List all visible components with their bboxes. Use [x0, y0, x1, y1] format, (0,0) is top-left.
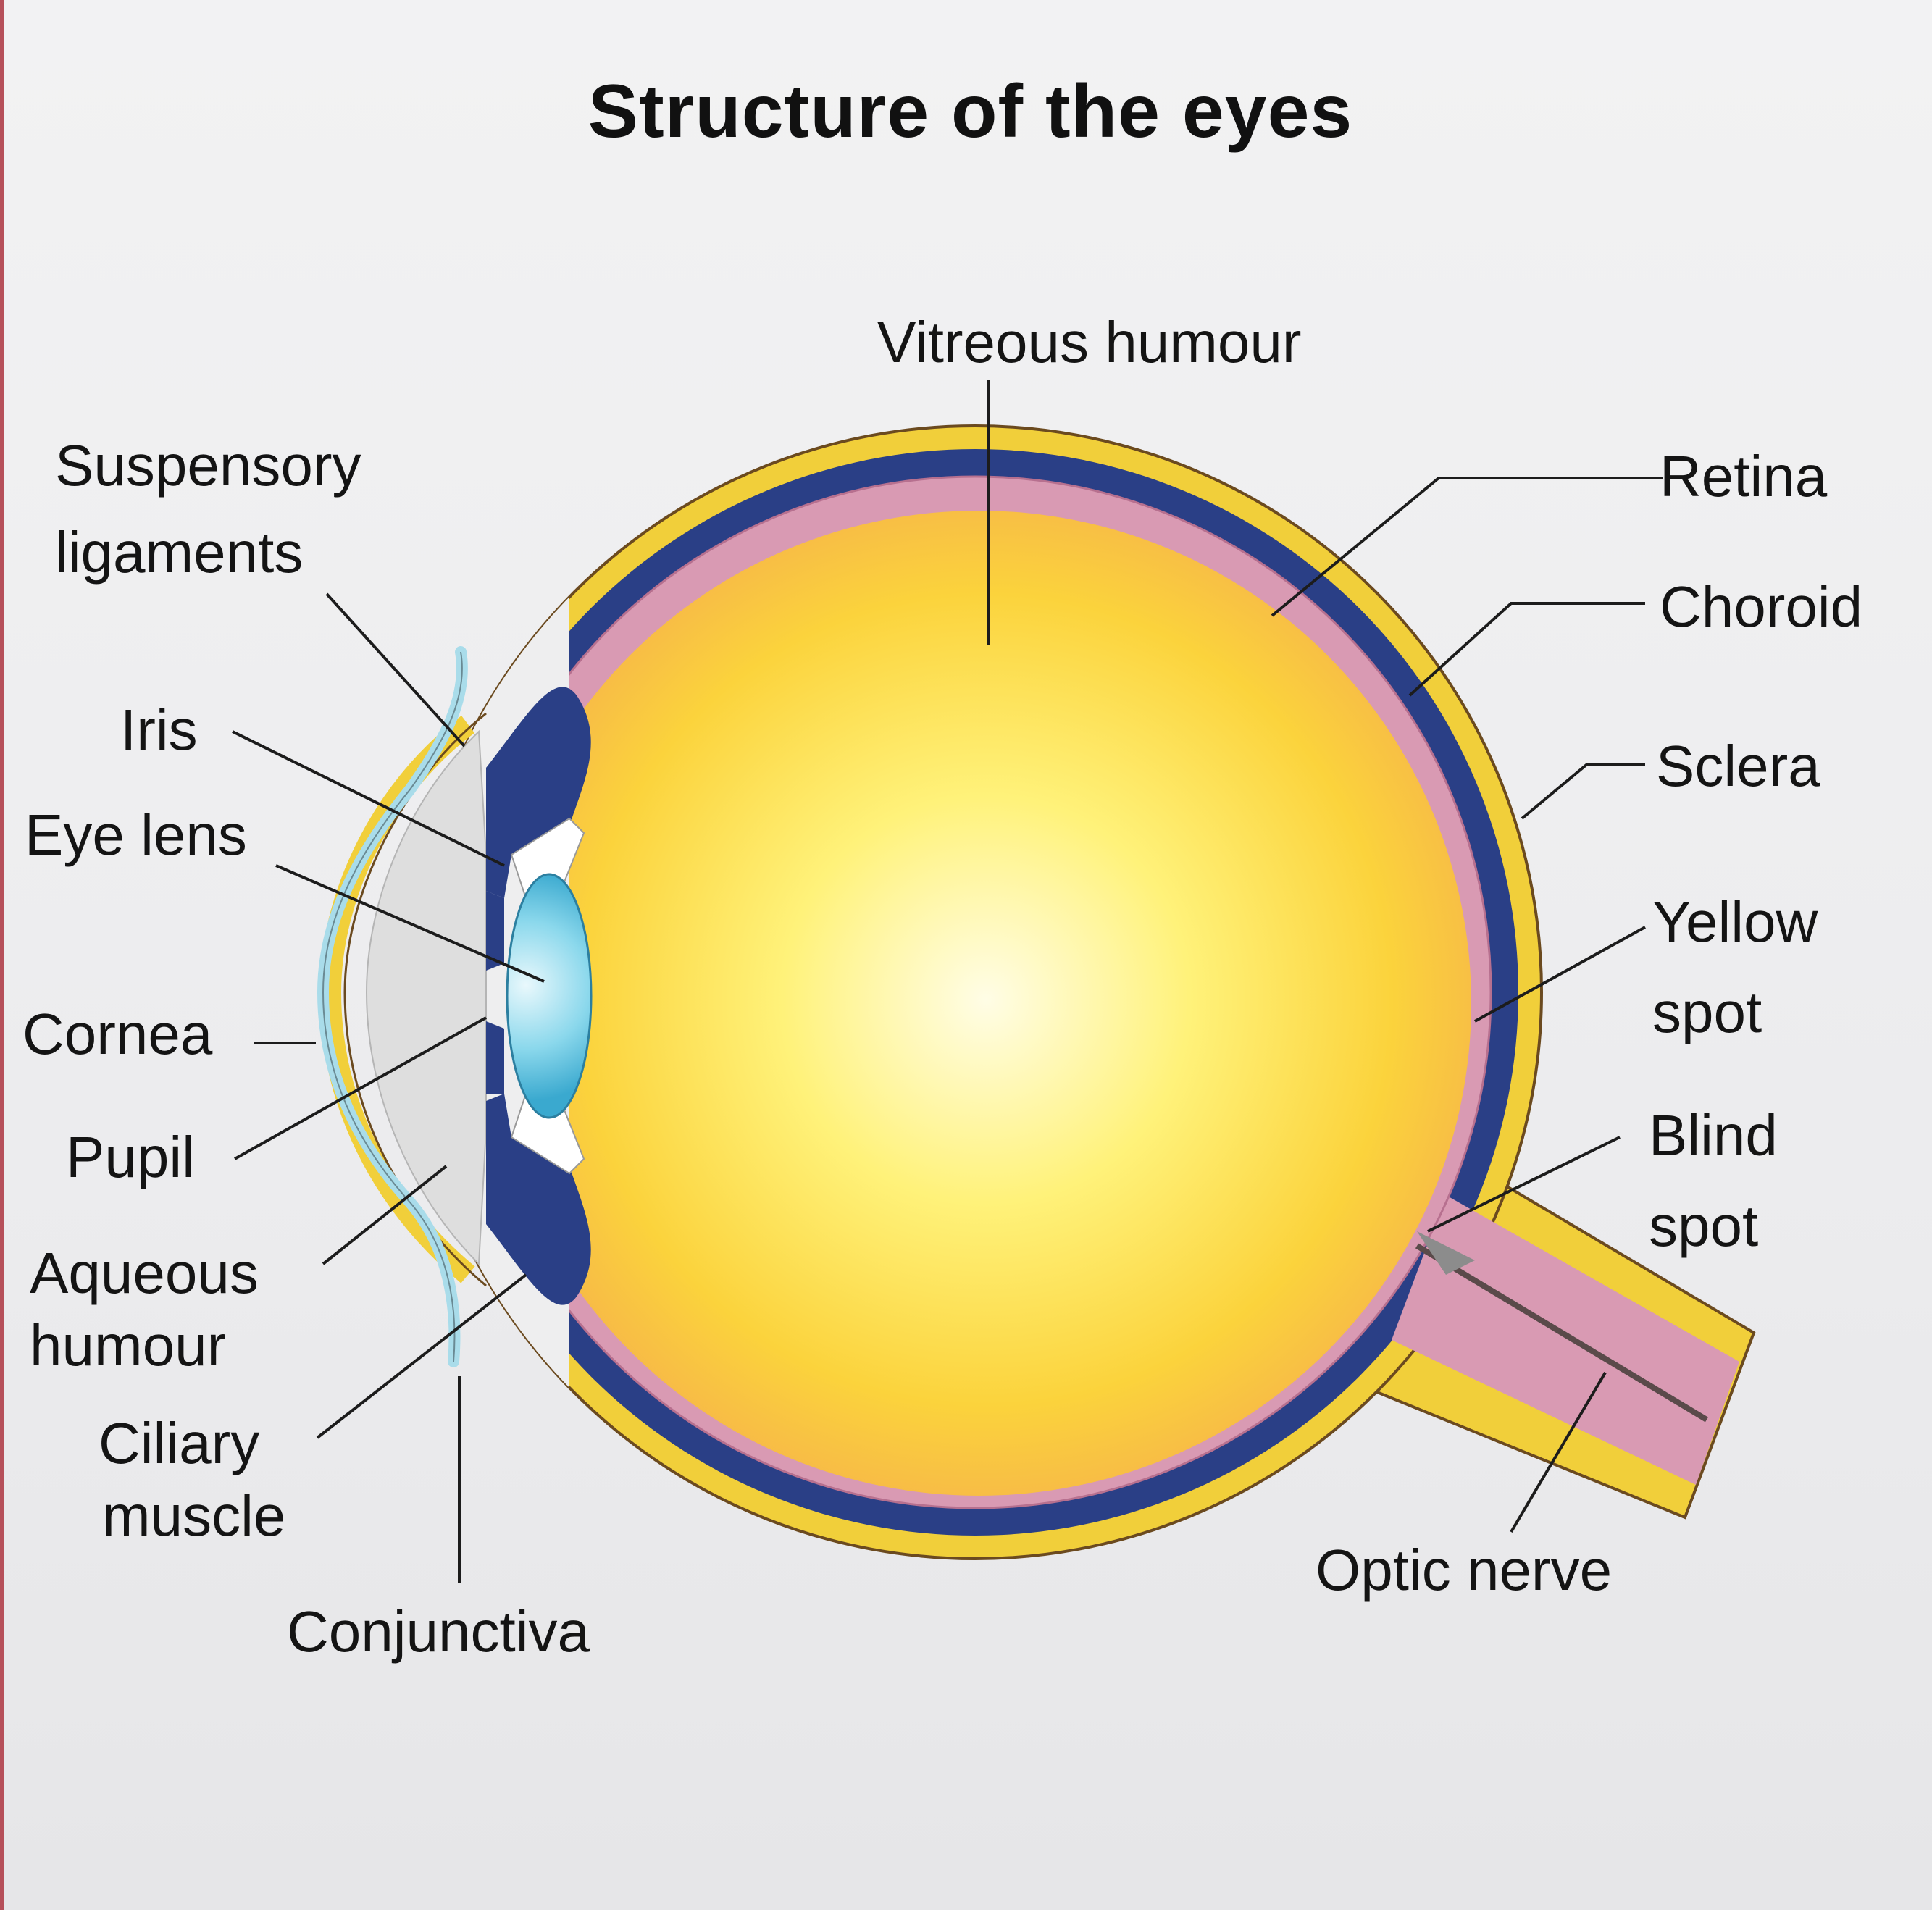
label-sclera: Sclera [1656, 734, 1820, 798]
label-blind-spot-line1: Blind [1649, 1103, 1778, 1168]
optic-nerve [1392, 1195, 1739, 1485]
label-optic-nerve: Optic nerve [1316, 1538, 1612, 1602]
label-cornea: Cornea [22, 1002, 213, 1066]
label-eye-lens: Eye lens [25, 803, 247, 867]
conjunctiva-outline [322, 651, 463, 1362]
label-aqueous-humour-line2: humour [30, 1313, 226, 1378]
suspensory-ligaments-lower [510, 1085, 585, 1175]
label-pupil: Pupil [66, 1125, 195, 1189]
label-yellow-spot-line1: Yellow [1652, 889, 1818, 954]
label-retina: Retina [1660, 444, 1828, 508]
diagram-title: Structure of the eyes [587, 70, 1353, 154]
iris-lower [486, 1021, 504, 1094]
label-choroid: Choroid [1660, 574, 1862, 639]
eye-diagram: Vitreous humour Suspensory ligaments Iri… [22, 310, 1862, 1664]
label-ciliary-muscle-line1: Ciliary [99, 1411, 259, 1475]
label-yellow-spot-line2: spot [1652, 980, 1762, 1044]
aqueous-humour [365, 729, 487, 1266]
label-suspensory-ligaments-line2: ligaments [55, 520, 303, 585]
eye-lens [506, 873, 593, 1119]
ciliary-body-lower [486, 1094, 591, 1305]
suspensory-ligaments-upper [510, 817, 585, 907]
leader-lines [232, 380, 1663, 1583]
ciliary-body-upper [486, 687, 591, 898]
label-aqueous-humour-line1: Aqueous [30, 1241, 259, 1305]
iris-upper [486, 891, 504, 971]
label-conjunctiva: Conjunctiva [287, 1599, 590, 1664]
label-iris: Iris [120, 698, 198, 762]
vitreous-humour [486, 511, 1471, 1496]
label-blind-spot-line2: spot [1649, 1194, 1758, 1258]
label-suspensory-ligaments-line1: Suspensory [55, 433, 361, 498]
blind-spot-region [1417, 1231, 1475, 1275]
optic-nerve-fibre [1415, 1243, 1709, 1423]
label-ciliary-muscle-line2: muscle [102, 1483, 285, 1548]
label-vitreous-humour: Vitreous humour [877, 310, 1302, 374]
